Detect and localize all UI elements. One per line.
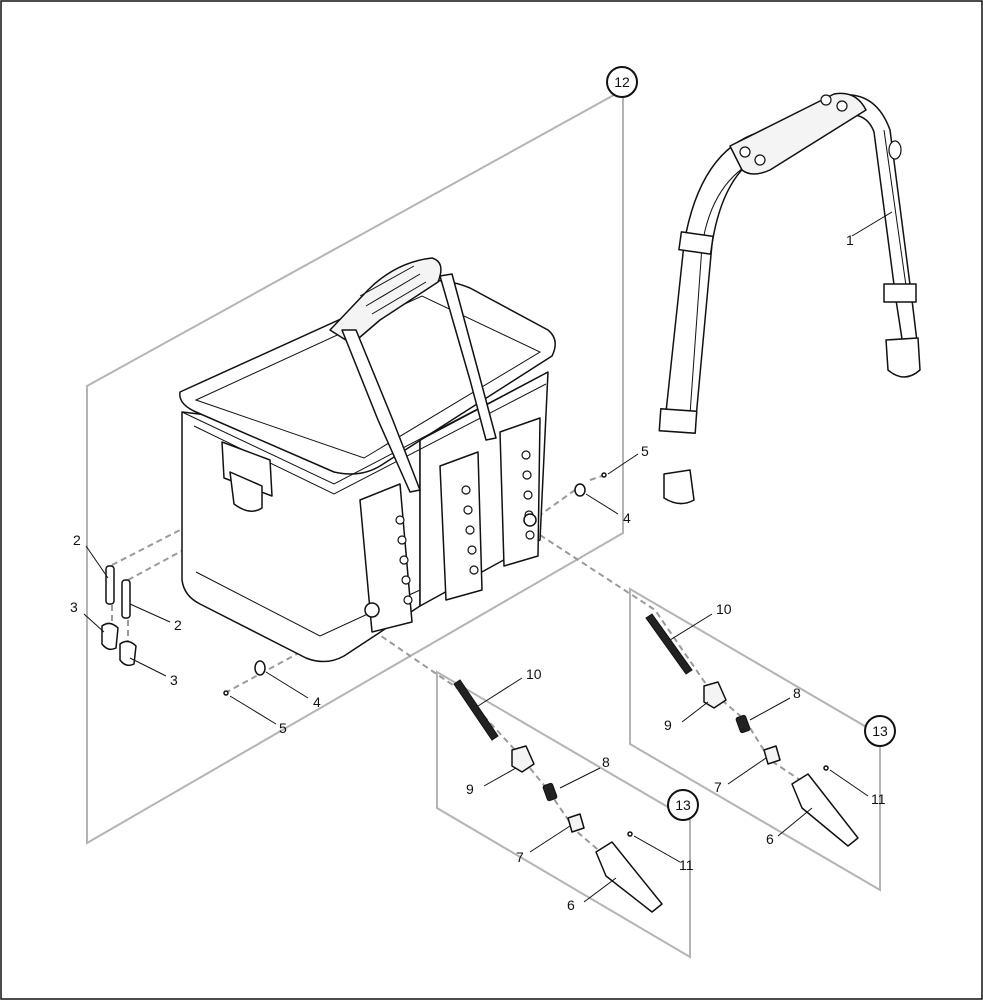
callout-4b: 4	[623, 510, 631, 526]
callout-2a: 2	[73, 532, 81, 548]
tackle-box	[179, 257, 556, 663]
callout-labels: 1 2 2 3 3 4 4 5 5 6 6 7 7 8 8 9 9 10 10 …	[70, 232, 886, 913]
callout-8b: 8	[793, 685, 801, 701]
rod-holder-parts-left	[453, 679, 663, 913]
callout-1: 1	[846, 232, 854, 248]
rod-holder-parts-right	[645, 613, 859, 847]
callout-12: 12	[614, 74, 630, 90]
leader-lines	[83, 211, 893, 903]
callout-3b: 3	[170, 672, 178, 688]
callout-11b: 11	[871, 791, 886, 807]
circled-callout-12: 12	[606, 66, 638, 98]
callout-11a: 11	[679, 857, 694, 873]
assembly-frame-12	[86, 88, 624, 845]
latch-pins	[101, 565, 137, 667]
callout-7a: 7	[516, 849, 524, 865]
circled-callout-13-right: 13	[864, 715, 896, 747]
callout-3a: 3	[70, 599, 78, 615]
callout-5a: 5	[279, 720, 287, 736]
callout-4a: 4	[313, 694, 321, 710]
subassembly-frame-13-right	[629, 587, 881, 892]
callout-10a: 10	[526, 666, 542, 682]
callout-9a: 9	[466, 781, 474, 797]
callout-6a: 6	[567, 897, 575, 913]
shoulder-strap	[658, 92, 921, 505]
callout-7b: 7	[714, 779, 722, 795]
subassembly-frame-13-left	[436, 670, 691, 959]
callout-8a: 8	[602, 754, 610, 770]
callout-9b: 9	[664, 717, 672, 733]
callout-6b: 6	[766, 831, 774, 847]
circled-callout-13-left: 13	[667, 789, 699, 821]
callout-13a: 13	[675, 797, 691, 813]
callout-13b: 13	[872, 723, 888, 739]
callout-10b: 10	[716, 601, 732, 617]
callout-5b: 5	[641, 443, 649, 459]
washers-and-pins	[223, 472, 607, 696]
callout-2b: 2	[174, 617, 182, 633]
